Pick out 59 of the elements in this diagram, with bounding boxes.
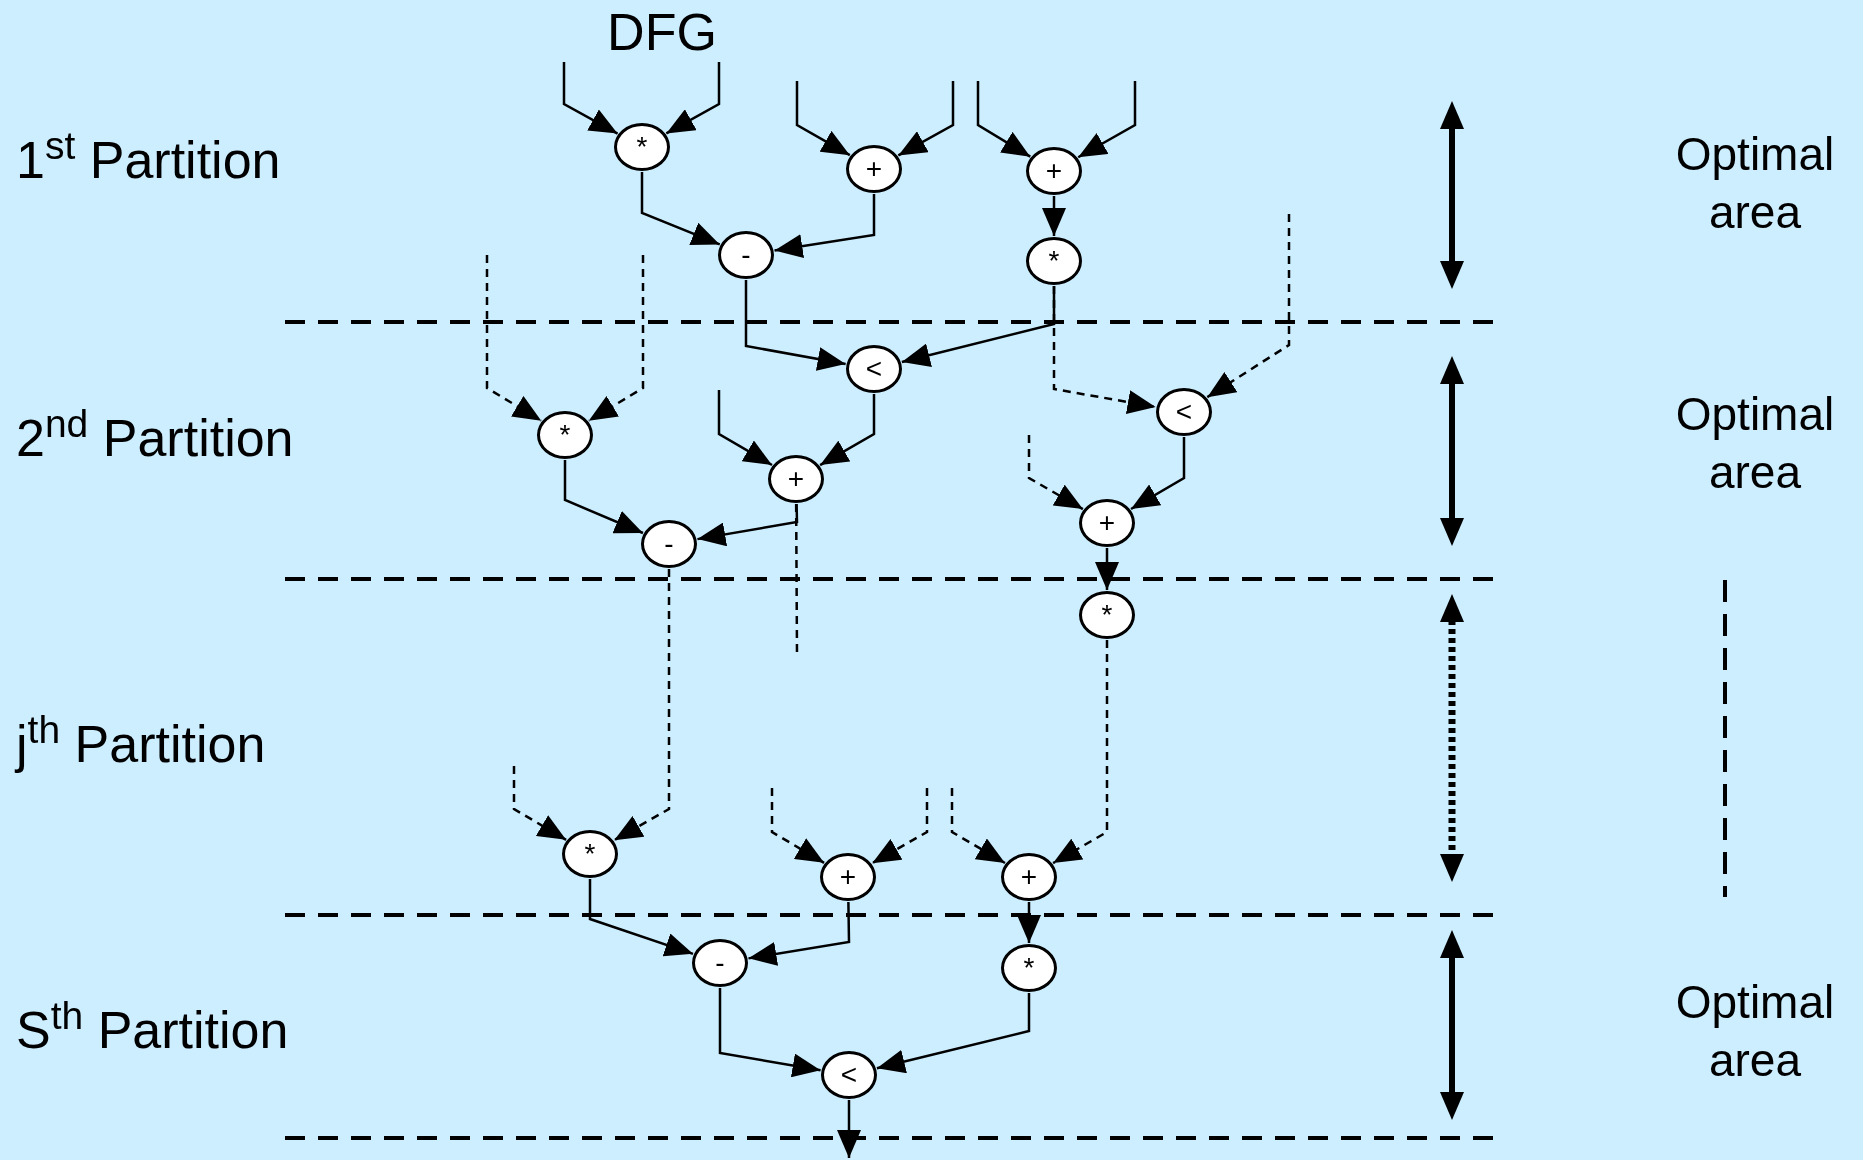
partition-label: 2$^{nd}$ Partition (16, 406, 295, 469)
arrow (588, 255, 645, 422)
operation-node: < (821, 1051, 877, 1099)
operation-node: + (1001, 853, 1057, 901)
arrow (718, 988, 821, 1078)
operation-node: * (1026, 237, 1082, 285)
partition-label: 1$^{st}$ Partition (16, 128, 282, 191)
operation-node: - (692, 939, 748, 987)
operation-node: < (1156, 388, 1212, 436)
arrow (1052, 286, 1156, 414)
arrow (837, 1100, 861, 1158)
area-label: Optimal area (1674, 127, 1836, 240)
operation-node: + (1079, 499, 1135, 547)
arrow (1206, 214, 1291, 399)
partition-label: j$^{th}$ Partition (16, 712, 267, 775)
operation-node: + (820, 853, 876, 901)
operation-node: - (718, 231, 774, 279)
arrow (1130, 437, 1186, 511)
operation-node: + (768, 455, 824, 503)
operation-node: * (614, 123, 670, 171)
arrow (1042, 196, 1066, 236)
diagram-title: DFG (606, 6, 718, 58)
arrow (588, 879, 694, 957)
arrow (1027, 435, 1084, 511)
arrow (613, 569, 671, 842)
area-label: Optimal area (1674, 975, 1836, 1088)
operation-node: * (1079, 591, 1135, 639)
arrow (665, 62, 721, 135)
arrow (774, 194, 876, 259)
arrow (1077, 81, 1137, 159)
arrow (1052, 640, 1109, 865)
area-label: Optimal area (1674, 387, 1836, 500)
operation-node: + (846, 145, 902, 193)
operation-node: * (1001, 944, 1057, 992)
partition-label: S$^{th}$ Partition (16, 998, 290, 1061)
arrow (744, 280, 846, 371)
arrow (563, 460, 644, 535)
operation-node: + (1026, 147, 1082, 195)
arrow (897, 81, 955, 157)
arrow (485, 255, 542, 422)
arrow (1017, 902, 1041, 943)
arrow (871, 788, 929, 865)
operation-node: * (537, 411, 593, 459)
operation-node: < (846, 345, 902, 393)
arrow (717, 390, 773, 467)
arrow (770, 788, 825, 864)
arrow (640, 172, 721, 246)
arrow (976, 81, 1031, 158)
arrow (697, 503, 799, 547)
operation-node: - (641, 520, 697, 568)
operation-node: * (562, 830, 618, 878)
arrow (562, 62, 619, 135)
arrow (512, 766, 567, 841)
arrow (748, 901, 851, 966)
arrow (819, 394, 876, 467)
arrow (1095, 548, 1119, 590)
arrow (795, 81, 851, 157)
arrow (876, 993, 1031, 1074)
arrow (950, 788, 1006, 865)
